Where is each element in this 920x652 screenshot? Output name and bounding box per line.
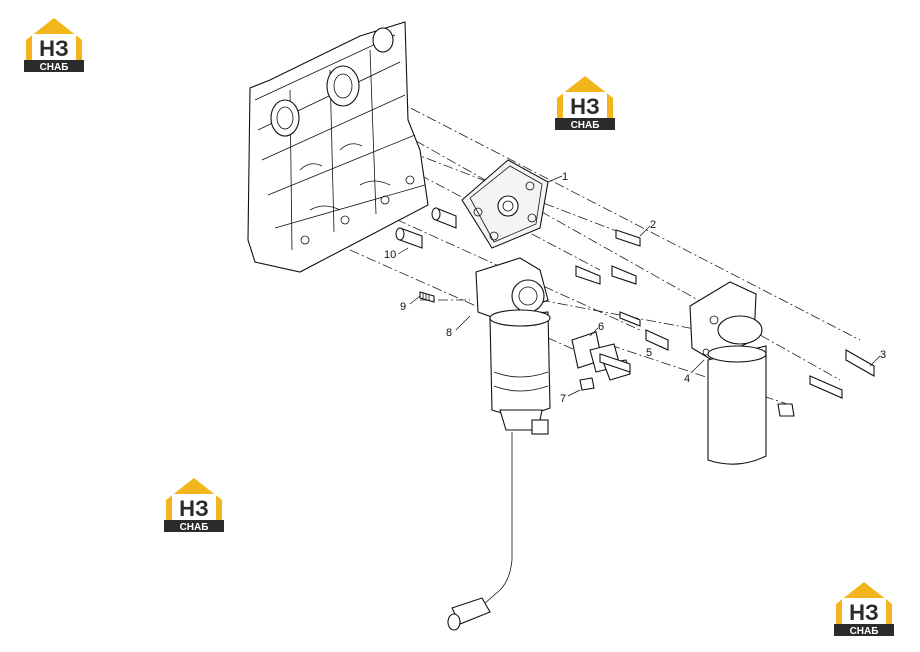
callout-10: 10 bbox=[384, 249, 396, 261]
svg-text:СНАБ: СНАБ bbox=[571, 120, 600, 131]
svg-text:НЗ: НЗ bbox=[570, 94, 600, 119]
svg-text:СНАБ: СНАБ bbox=[180, 522, 209, 533]
svg-text:СНАБ: СНАБ bbox=[850, 626, 879, 637]
callout-5: 5 bbox=[646, 347, 652, 359]
callout-4: 4 bbox=[684, 373, 690, 385]
mounting-bracket bbox=[461, 159, 549, 249]
watermark-logo-top-center: НЗ СНАБ bbox=[553, 72, 617, 132]
oil-filter-assembly bbox=[689, 281, 767, 465]
engine-block bbox=[247, 21, 429, 273]
callout-2: 2 bbox=[650, 219, 656, 231]
svg-text:НЗ: НЗ bbox=[39, 36, 69, 61]
nz-snab-logo-icon: НЗ СНАБ bbox=[24, 18, 84, 73]
mounting-bolts bbox=[575, 229, 669, 373]
long-bolts bbox=[777, 349, 875, 417]
spacer-sleeves bbox=[395, 207, 457, 249]
svg-text:СНАБ: СНАБ bbox=[40, 62, 69, 73]
callout-7: 7 bbox=[560, 393, 566, 405]
callout-leader-lines bbox=[397, 175, 881, 397]
fuel-filter-assembly bbox=[447, 257, 551, 631]
nz-snab-logo-icon: НЗ СНАБ bbox=[555, 76, 615, 131]
stud-bolt bbox=[419, 291, 435, 303]
watermark-logo-bottom-right: НЗ СНАБ bbox=[832, 578, 896, 638]
callout-6: 6 bbox=[598, 321, 604, 333]
svg-text:НЗ: НЗ bbox=[849, 600, 879, 625]
svg-text:НЗ: НЗ bbox=[179, 496, 209, 521]
nz-snab-logo-icon: НЗ СНАБ bbox=[834, 582, 894, 637]
watermark-logo-top-left: НЗ СНАБ bbox=[22, 14, 86, 74]
callout-9: 9 bbox=[400, 301, 406, 313]
callout-3: 3 bbox=[880, 349, 886, 361]
watermark-logo-mid-left: НЗ СНАБ bbox=[162, 474, 226, 534]
callout-1: 1 bbox=[562, 171, 568, 183]
callout-labels: 1 2 3 4 5 6 7 8 9 10 bbox=[384, 171, 886, 405]
nz-snab-logo-icon: НЗ СНАБ bbox=[164, 478, 224, 533]
callout-8: 8 bbox=[446, 327, 452, 339]
